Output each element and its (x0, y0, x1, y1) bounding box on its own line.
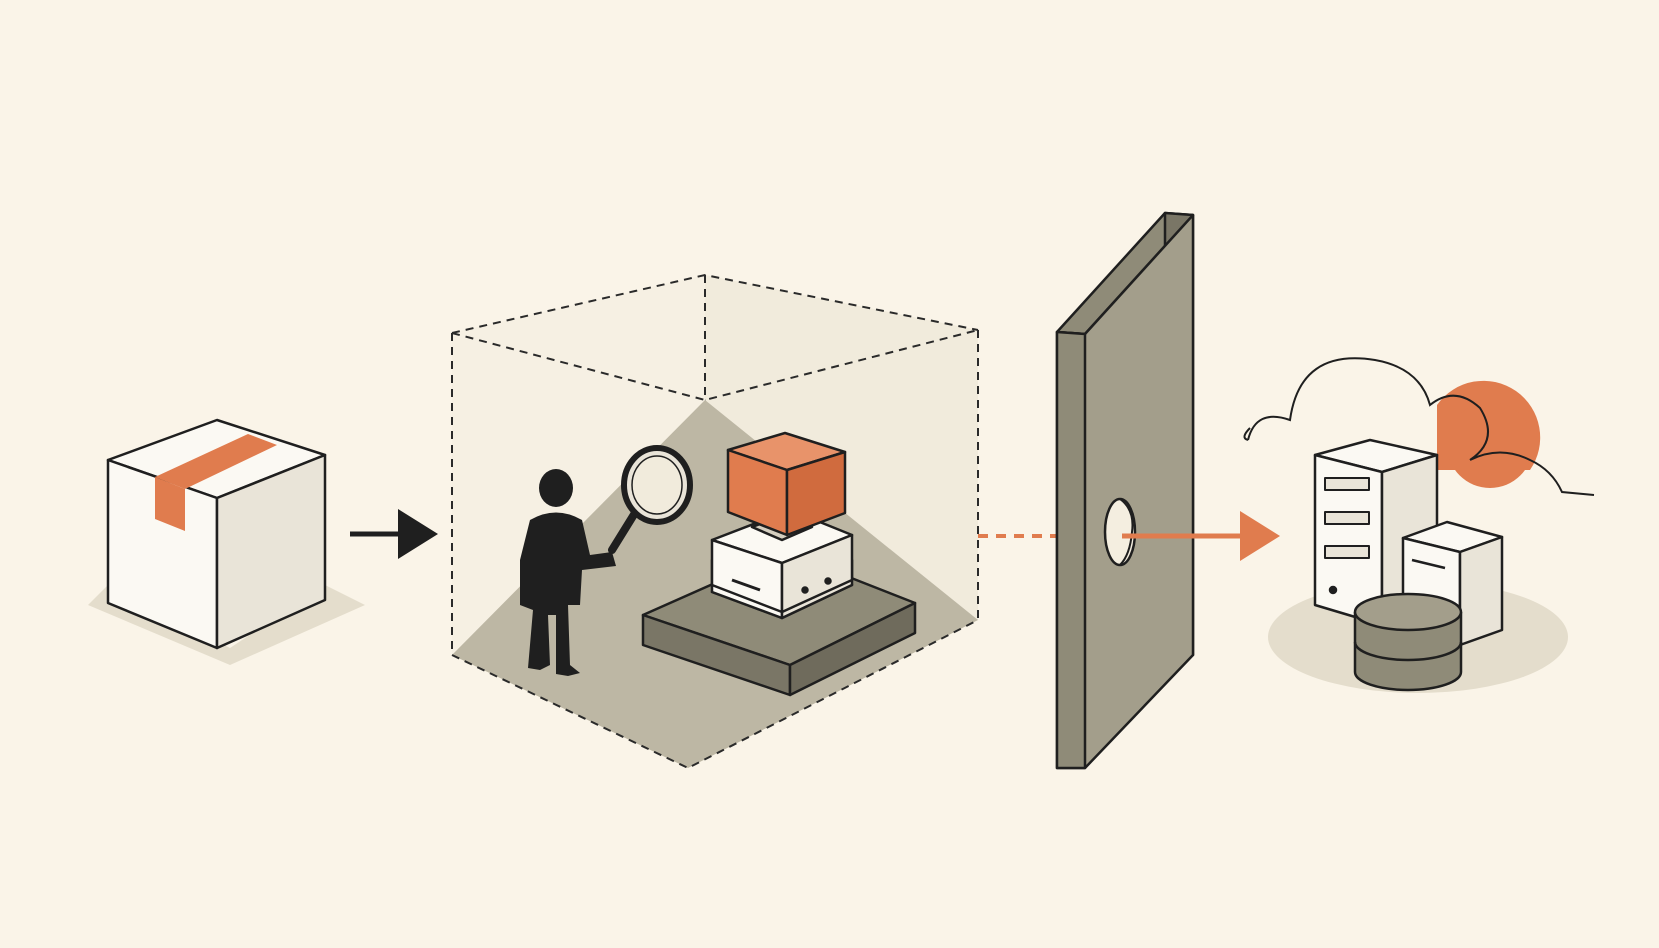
package-box-icon (88, 418, 365, 665)
magnifying-glass-icon (608, 445, 693, 554)
sandbox-edge-top-front (451, 329, 979, 402)
sandbox-inspection-icon (451, 273, 979, 770)
package-tape-top (155, 434, 277, 489)
sandbox-left-wall (452, 275, 705, 655)
wall-hole (1103, 497, 1137, 567)
sandbox-suspicious-cube (726, 431, 847, 537)
cloud-servers-icon (1243, 357, 1595, 693)
package-tape-front (155, 477, 185, 531)
database-icon (1353, 592, 1463, 692)
inspector-person-icon (520, 469, 616, 676)
cloud-icon (1247, 357, 1595, 496)
wall-with-hole-icon (1055, 211, 1195, 770)
inspector-body (520, 512, 616, 676)
inspector-head (539, 469, 573, 507)
sandbox-back-wall-right (705, 275, 978, 620)
sandbox-edge-floor (451, 619, 979, 770)
package-side-face (215, 453, 327, 650)
